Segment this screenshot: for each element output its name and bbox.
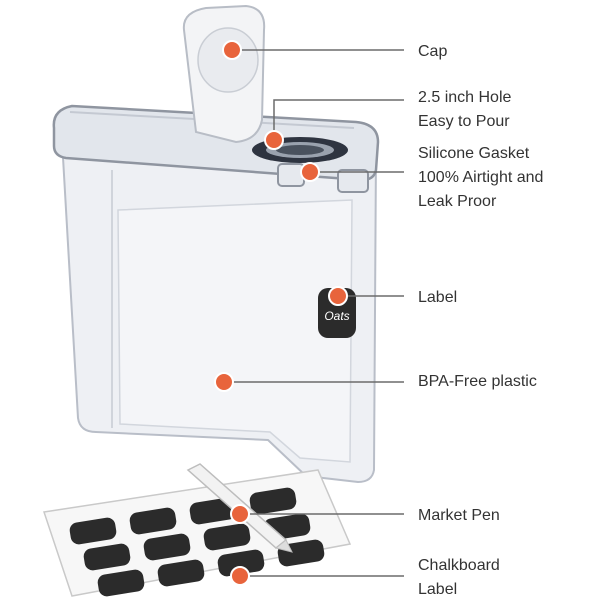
callout-dot-label [328,286,348,306]
callout-dot-plastic [214,372,234,392]
pour-hole-inner [276,145,324,155]
callout-dot-hole [264,130,284,150]
leader-line-hole [273,99,404,140]
callout-chalk: Chalkboard Label [418,557,500,598]
callout-dot-chalk [230,566,250,586]
chalkboard-tag [189,497,237,525]
callout-dot-gasket [300,162,320,182]
callout-label: Label [418,289,458,306]
chalkboard-tag [217,549,265,577]
chalkboard-tag [69,517,117,545]
callout-dot-cap [222,40,242,60]
container-front-panel [117,199,353,463]
callout-dot-pen [230,504,250,524]
tag-text: Oats [324,309,349,323]
callout-leaders [214,40,404,586]
lid-clip [337,169,369,193]
lid-clip [277,163,305,187]
callout-hole: 2.5 inch Hole Easy to Pour [418,89,512,130]
chalkboard-labels [69,487,325,597]
cap-recess [197,27,259,93]
callout-plastic: BPA-Free plastic [418,373,537,390]
chalkboard-tag [97,569,145,597]
chalkboard-tag [157,559,205,587]
callout-cap: Cap [418,43,448,60]
chalkboard-tag [203,523,251,551]
chalkboard-tag [129,507,177,535]
chalkboard-tag [83,543,131,571]
callout-gasket: Silicone Gasket 100% Airtight and Leak P… [418,145,544,210]
chalkboard-tag [249,487,297,515]
callout-pen: Market Pen [418,507,500,524]
chalkboard-tag [143,533,191,561]
